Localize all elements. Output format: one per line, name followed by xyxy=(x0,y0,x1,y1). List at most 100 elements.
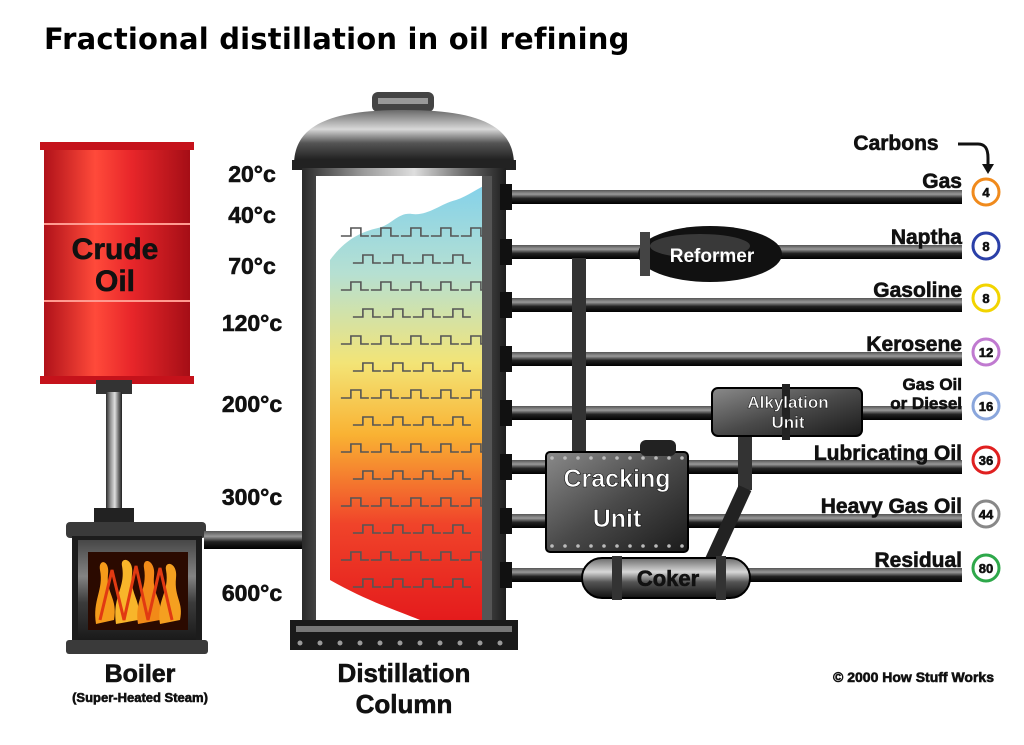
tray-baffle xyxy=(370,227,399,237)
rivet xyxy=(377,640,383,646)
rivet xyxy=(602,544,606,548)
product-label-gasoline: Gasoline xyxy=(873,279,962,302)
carbon-badge-heavy-gas-oil: 44 xyxy=(971,499,1001,529)
rivet xyxy=(417,640,423,646)
tray-baffle xyxy=(400,335,429,345)
tray-baffle xyxy=(442,308,471,318)
tray-baffle xyxy=(340,227,369,237)
temp-label: 120°c xyxy=(222,310,283,336)
alkylation-label-line1: Alkylation xyxy=(747,393,828,412)
rivet xyxy=(667,456,671,460)
carbon-badge-lubricating-oil: 36 xyxy=(971,445,1001,475)
carbons-header: Carbons xyxy=(853,132,994,174)
tray-baffle xyxy=(370,497,399,507)
carbon-count: 12 xyxy=(979,345,993,360)
tray-baffle xyxy=(442,362,471,372)
tray-baffle xyxy=(400,497,429,507)
pipe-gas xyxy=(506,190,962,204)
rivet xyxy=(497,640,503,646)
carbon-badge-gasoline: 8 xyxy=(971,283,1001,313)
tray-baffle xyxy=(382,308,411,318)
rivet xyxy=(563,544,567,548)
rivet xyxy=(667,544,671,548)
rivet xyxy=(628,544,632,548)
carbon-count: 44 xyxy=(979,507,994,522)
tray-baffle xyxy=(412,578,441,588)
temp-label: 600°c xyxy=(222,580,283,606)
tray-baffle xyxy=(412,416,441,426)
cracking-label-line2: Unit xyxy=(593,505,642,533)
tray-baffle xyxy=(370,443,399,453)
tray-baffle xyxy=(430,551,459,561)
temp-label: 200°c xyxy=(222,391,283,417)
cracking-unit: Cracking Unit xyxy=(545,440,689,553)
carbons-arrow xyxy=(958,142,990,168)
tray-baffle xyxy=(382,254,411,264)
rivet xyxy=(602,456,606,460)
crude-oil-label-line2: Oil xyxy=(95,265,135,298)
rivet xyxy=(641,544,645,548)
tray-baffle xyxy=(430,443,459,453)
tray-baffle xyxy=(382,362,411,372)
rivet xyxy=(654,456,658,460)
rivet xyxy=(615,544,619,548)
carbon-count: 8 xyxy=(982,291,989,306)
barrel-feed-pipe xyxy=(94,380,134,524)
column-label-line1: Distillation xyxy=(338,658,471,688)
product-label-heavy-gas-oil: Heavy Gas Oil xyxy=(821,495,962,518)
column-trays xyxy=(340,227,489,588)
carbon-count: 80 xyxy=(979,561,993,576)
temp-label: 70°c xyxy=(228,253,276,279)
rivet xyxy=(317,640,323,646)
temp-label: 20°c xyxy=(228,161,276,187)
rivet xyxy=(437,640,443,646)
boiler-label: Boiler xyxy=(105,660,176,688)
rivet xyxy=(589,456,593,460)
rivet xyxy=(297,640,303,646)
product-label-gas-oil-line1: Gas Oil xyxy=(902,375,962,394)
rivet xyxy=(477,640,483,646)
tray-baffle xyxy=(340,551,369,561)
tray-baffle xyxy=(352,578,381,588)
tray-baffle xyxy=(352,470,381,480)
tray-baffle xyxy=(382,470,411,480)
tray-baffle xyxy=(442,524,471,534)
tray-baffle xyxy=(340,443,369,453)
copyright-notice: © 2000 How Stuff Works xyxy=(833,669,994,685)
carbon-count: 36 xyxy=(979,453,993,468)
coker-unit: Coker xyxy=(581,556,751,600)
carbon-badge-kerosene: 12 xyxy=(971,337,1001,367)
tray-baffle xyxy=(442,254,471,264)
tray-baffle xyxy=(370,335,399,345)
rivet xyxy=(589,544,593,548)
tray-baffle xyxy=(412,470,441,480)
rivet xyxy=(550,456,554,460)
tray-baffle xyxy=(430,497,459,507)
product-label-gas-oil-line2: or Diesel xyxy=(890,394,962,413)
distillation-column: Distillation Column xyxy=(290,92,518,719)
boiler-sublabel: (Super-Heated Steam) xyxy=(72,690,208,705)
tray-baffle xyxy=(412,524,441,534)
tray-baffle xyxy=(442,416,471,426)
crude-oil-label-line1: Crude xyxy=(72,233,159,266)
pipe-kerosene xyxy=(506,352,962,366)
tray-baffle xyxy=(382,524,411,534)
rivet xyxy=(563,456,567,460)
rivet xyxy=(576,544,580,548)
tray-baffle xyxy=(412,254,441,264)
tray-baffle xyxy=(400,227,429,237)
rivet xyxy=(576,456,580,460)
cracking-unit-rivets xyxy=(550,456,684,548)
temp-label: 300°c xyxy=(222,484,283,510)
alkylation-label-line2: Unit xyxy=(771,413,804,432)
product-outputs: Gas Naptha Gasoline Kerosene Gas Oil or … xyxy=(814,170,1001,583)
rivet xyxy=(680,456,684,460)
tray-baffle xyxy=(370,389,399,399)
boiler: Boiler (Super-Heated Steam) xyxy=(66,522,208,705)
tray-baffle xyxy=(352,416,381,426)
rivet xyxy=(680,544,684,548)
rivet xyxy=(654,544,658,548)
boiler-flame-coils xyxy=(95,559,181,624)
crude-oil-barrel: Crude Oil xyxy=(40,142,194,384)
cracking-label-line1: Cracking xyxy=(564,465,671,493)
